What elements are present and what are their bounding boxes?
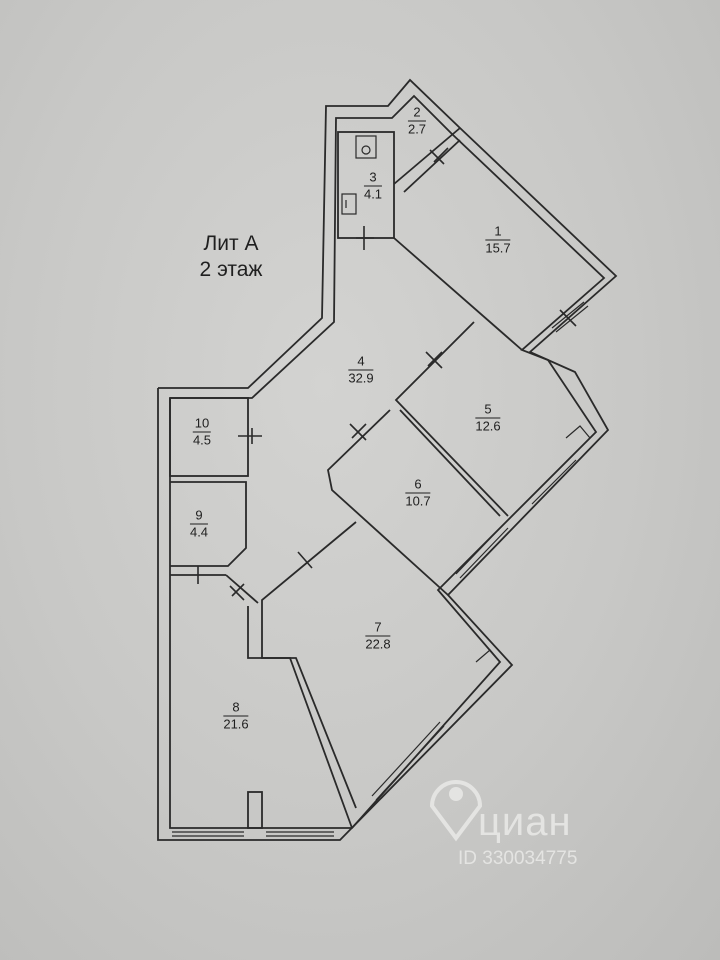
room-label-7: 7 22.8 xyxy=(365,620,391,653)
room-area: 4.4 xyxy=(189,524,209,540)
room-number: 9 xyxy=(189,508,209,525)
wall xyxy=(399,409,501,517)
room-9-walls xyxy=(170,481,247,567)
room-area: 2.7 xyxy=(407,121,427,137)
room-number: 8 xyxy=(223,700,249,717)
wall xyxy=(393,127,461,185)
watermark-id: ID 330034775 xyxy=(458,848,578,869)
room-area: 21.6 xyxy=(223,716,249,732)
room-8-walls xyxy=(247,606,353,829)
room-number: 6 xyxy=(405,477,431,494)
room-label-6: 6 10.7 xyxy=(405,477,431,510)
room-area: 15.7 xyxy=(485,240,511,256)
room-10-walls xyxy=(169,397,249,477)
room-number: 7 xyxy=(365,620,391,637)
room-label-1: 1 15.7 xyxy=(485,224,511,257)
watermark-brand: циан xyxy=(478,800,572,844)
toilet-icon xyxy=(355,135,377,159)
room-6-walls xyxy=(327,409,449,596)
room-number: 1 xyxy=(485,224,511,241)
room-number: 10 xyxy=(192,415,212,433)
room-label-10: 10 4.5 xyxy=(192,415,212,449)
room-area: 22.8 xyxy=(365,636,391,652)
corner-marks xyxy=(475,425,591,663)
wall xyxy=(403,139,461,193)
room-label-4: 4 32.9 xyxy=(348,354,374,387)
wall xyxy=(225,574,259,604)
room-area: 32.9 xyxy=(348,370,374,386)
room-label-8: 8 21.6 xyxy=(223,700,249,733)
map-pin-icon xyxy=(429,780,483,842)
room-area: 12.6 xyxy=(475,418,501,434)
room-area: 10.7 xyxy=(405,493,431,509)
sink-icon xyxy=(341,193,357,215)
plan-title-line2: 2 этаж xyxy=(199,258,263,281)
room-8-niche xyxy=(247,791,263,829)
room-number: 5 xyxy=(475,402,501,419)
outer-wall xyxy=(157,78,618,841)
room-area: 4.5 xyxy=(192,432,212,448)
room-label-2: 2 2.7 xyxy=(407,105,427,138)
door-marks xyxy=(197,147,577,601)
windows xyxy=(172,301,589,837)
room-label-5: 5 12.6 xyxy=(475,402,501,435)
room-number: 3 xyxy=(363,170,383,187)
room-number: 4 xyxy=(348,354,374,371)
room-number: 2 xyxy=(407,105,427,122)
wall xyxy=(393,237,523,351)
plan-title-line1: Лит А xyxy=(203,232,259,255)
room-label-9: 9 4.4 xyxy=(189,508,209,541)
plan-title: Лит А 2 этаж xyxy=(200,231,263,283)
room-label-3: 3 4.1 xyxy=(363,170,383,203)
room-area: 4.1 xyxy=(363,186,383,202)
room-5-walls xyxy=(394,321,509,517)
